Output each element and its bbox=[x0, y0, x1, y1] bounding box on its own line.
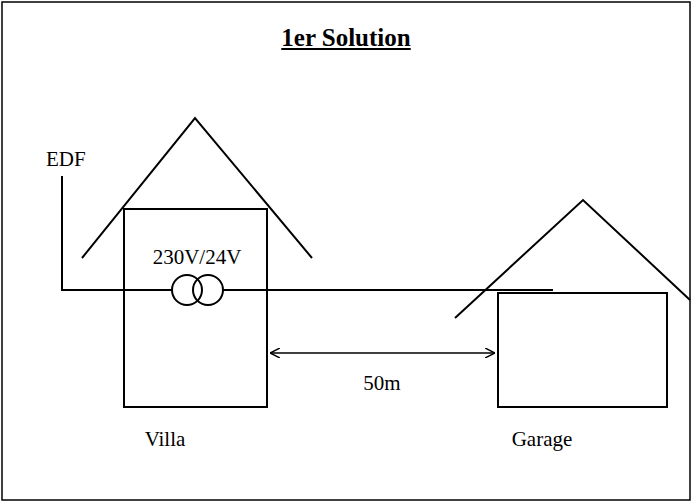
transformer-rating: 230V/24V bbox=[153, 246, 242, 269]
low-voltage-wire bbox=[268, 289, 497, 291]
building-outline: Garage bbox=[497, 292, 668, 408]
supply-name: EDF bbox=[46, 148, 86, 171]
garage-roof bbox=[455, 200, 690, 318]
supply-wire bbox=[62, 176, 172, 290]
building-name: Villa bbox=[145, 428, 186, 451]
villa-roof bbox=[82, 118, 312, 258]
dimension-arrow bbox=[270, 352, 495, 354]
diagram-title: 1er Solution bbox=[281, 24, 410, 52]
garage-wire bbox=[497, 289, 553, 291]
building-name: Garage bbox=[512, 428, 573, 451]
dimension-value: 50m bbox=[363, 372, 400, 395]
building-outline: 230V/24VVilla bbox=[123, 208, 268, 408]
transformer-secondary bbox=[193, 275, 223, 305]
secondary-wire bbox=[223, 289, 268, 291]
